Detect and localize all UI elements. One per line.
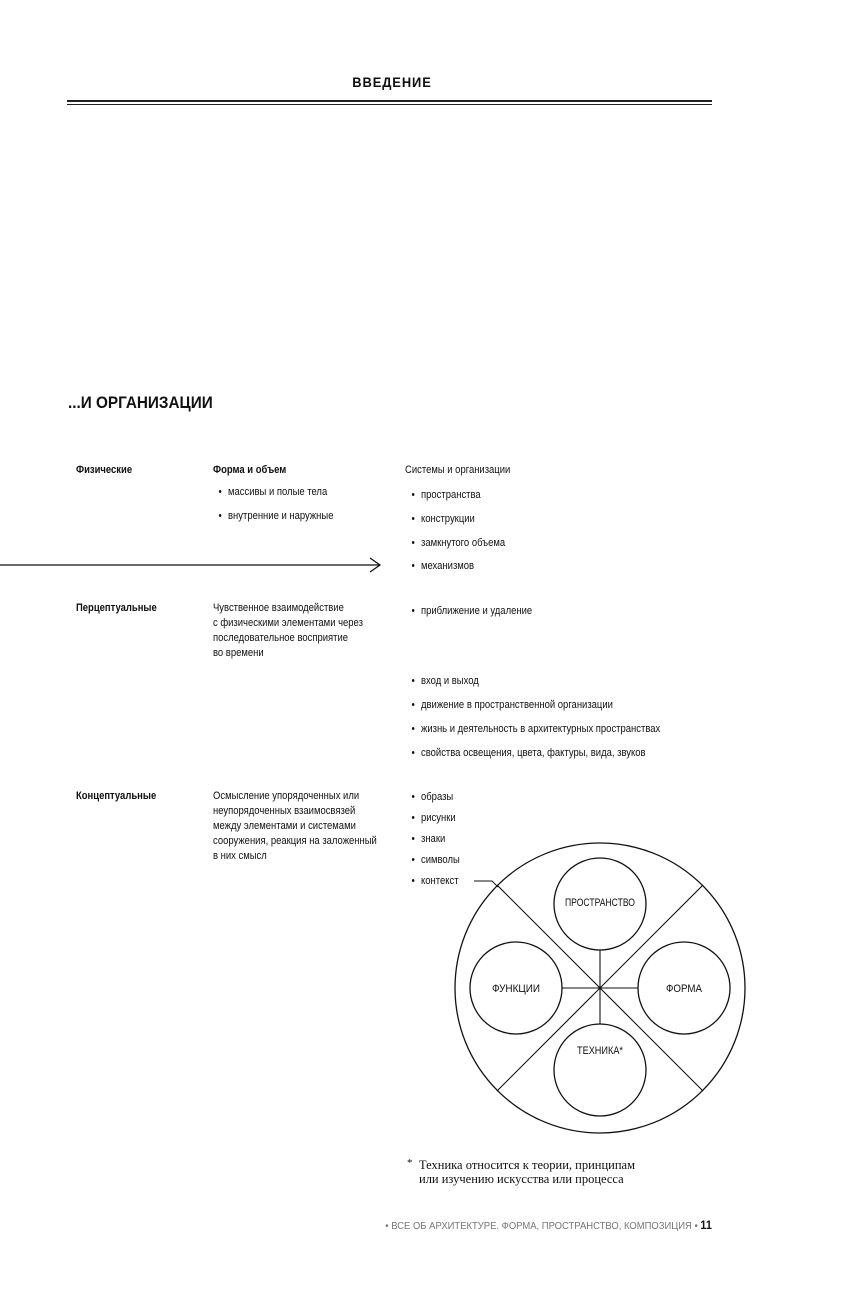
circle-form bbox=[637, 941, 731, 1035]
label-function: ФУНКЦИИ bbox=[492, 983, 540, 995]
conceptual-description-line: сооружения, реакция на заложенный bbox=[213, 835, 377, 847]
conceptual-description-line: Осмысление упорядоченных или bbox=[213, 790, 360, 802]
list-item: контекст bbox=[412, 874, 459, 888]
list-item: конструкции bbox=[412, 512, 475, 526]
row-label-conceptual: Концептуальные bbox=[76, 790, 157, 802]
header-rule-bottom bbox=[67, 104, 712, 105]
list-item: образы bbox=[411, 790, 453, 804]
systems-heading: Системы и организации bbox=[405, 464, 511, 476]
list-item: механизмов bbox=[412, 559, 475, 573]
perceptual-description-line: Чувственное взаимодействие bbox=[213, 602, 344, 614]
conceptual-description-line: в них смысл bbox=[213, 850, 267, 862]
list-item: внутренние и наружные bbox=[219, 509, 334, 523]
physical-heading: Форма и объем bbox=[213, 464, 287, 476]
section-title: ...И ОРГАНИЗАЦИИ bbox=[68, 393, 213, 412]
footnote-marker: * bbox=[407, 1157, 413, 1169]
list-item: свойства освещения, цвета, фактуры, вида… bbox=[412, 746, 646, 760]
perceptual-description-line: с физическими элементами через bbox=[213, 617, 363, 629]
context-diagram: ПРОСТРАНСТВО ФУНКЦИИ ФОРМА ТЕХНИКА* bbox=[454, 842, 746, 1134]
list-item: вход и выход bbox=[412, 674, 479, 688]
label-space: ПРОСТРАНСТВО bbox=[565, 897, 635, 909]
list-item: движение в пространственной организации bbox=[412, 698, 613, 712]
list-item: жизнь и деятельность в архитектурных про… bbox=[412, 722, 661, 736]
header-rule-top bbox=[67, 100, 712, 102]
perceptual-description-line: последовательное восприятие bbox=[213, 632, 349, 644]
circle-function bbox=[469, 941, 563, 1035]
perceptual-description-line: во времени bbox=[213, 647, 264, 659]
conceptual-description-line: между элементами и системами bbox=[213, 820, 356, 832]
list-item: приближение и удаление bbox=[412, 604, 533, 618]
list-item: замкнутого объема bbox=[412, 536, 506, 550]
row-label-physical: Физические bbox=[76, 464, 133, 476]
conceptual-description-line: неупорядоченных взаимосвязей bbox=[213, 805, 356, 817]
list-item: рисунки bbox=[411, 811, 455, 825]
list-item: пространства bbox=[411, 488, 480, 502]
arrow-icon bbox=[0, 557, 382, 573]
footer-book-title: • ВСЕ ОБ АРХИТЕКТУРЕ. ФОРМА, ПРОСТРАНСТВ… bbox=[385, 1220, 698, 1232]
list-item: символы bbox=[412, 853, 460, 867]
footnote-line: Техника относится к теории, принципам bbox=[419, 1158, 635, 1172]
row-label-perceptual: Перцептуальные bbox=[76, 602, 157, 614]
outer-circle bbox=[454, 842, 746, 1134]
page-number: 11 bbox=[700, 1218, 712, 1232]
page-title: ВВЕДЕНИЕ bbox=[352, 74, 432, 90]
circle-technique bbox=[553, 1023, 647, 1117]
circle-space bbox=[553, 857, 647, 951]
label-technique: ТЕХНИКА* bbox=[577, 1045, 624, 1057]
list-item: массивы и полые тела bbox=[219, 485, 328, 499]
label-form: ФОРМА bbox=[666, 983, 703, 995]
footnote-line: или изучению искусства или процесса bbox=[419, 1172, 624, 1186]
context-leader-line bbox=[474, 880, 499, 888]
list-item: знаки bbox=[411, 832, 445, 846]
running-footer: • ВСЕ ОБ АРХИТЕКТУРЕ. ФОРМА, ПРОСТРАНСТВ… bbox=[385, 1218, 712, 1232]
